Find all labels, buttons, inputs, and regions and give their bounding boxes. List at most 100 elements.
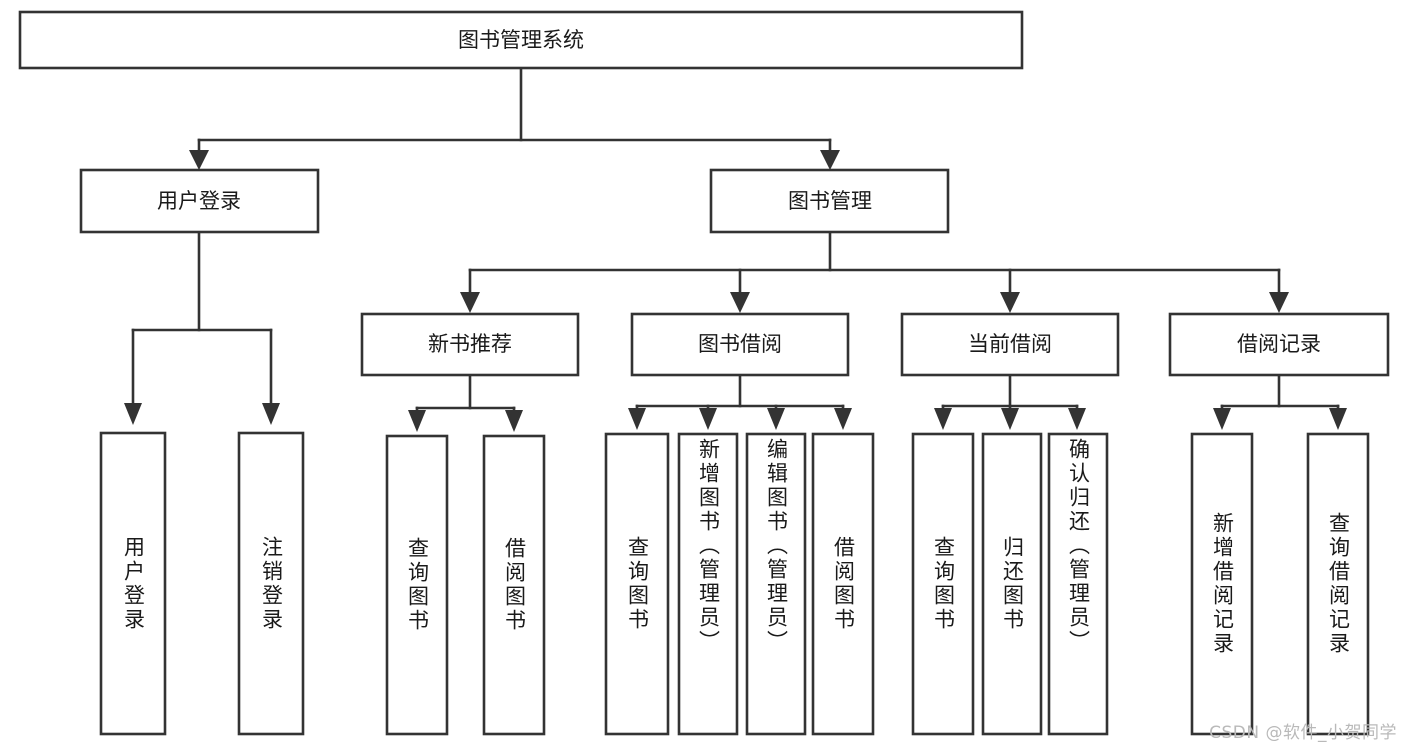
leaf-edit-book-admin-text-area: 编辑图书（管理员） bbox=[764, 438, 789, 654]
leaf-borrow-book-1-label: 借阅图书 bbox=[502, 537, 527, 633]
leaf-query-book-1-text-area: 查询图书 bbox=[405, 537, 430, 633]
leaf-node-user-login[interactable]: 用户登录 bbox=[99, 431, 167, 736]
leaf-node-add-borrow-record[interactable]: 新增借阅记录 bbox=[1190, 432, 1254, 736]
connector-group-root-to-level2 bbox=[189, 66, 840, 170]
node-current-borrow-label: 当前借阅 bbox=[968, 332, 1052, 356]
leaf-node-edit-book-admin[interactable]: 编辑图书（管理员） bbox=[745, 432, 807, 736]
leaf-borrow-book-2-box[interactable] bbox=[811, 432, 875, 736]
arrow-head-borrow-record bbox=[1269, 292, 1289, 313]
leaf-node-query-borrow-record[interactable]: 查询借阅记录 bbox=[1306, 432, 1370, 736]
leaf-borrow-book-1-text-area: 借阅图书 bbox=[502, 537, 527, 633]
leaf-node-logout-login[interactable]: 注销登录 bbox=[237, 431, 305, 736]
arrow-head-leaf-user-login bbox=[124, 403, 142, 425]
arrow-head-leaf-query-book-3 bbox=[934, 408, 952, 430]
node-book-borrow[interactable]: 图书借阅 bbox=[630, 312, 850, 377]
leaf-node-borrow-book-1[interactable]: 借阅图书 bbox=[482, 434, 546, 736]
leaf-add-book-admin-box[interactable] bbox=[677, 432, 739, 736]
leaf-query-book-1-box[interactable] bbox=[385, 434, 449, 736]
leaf-query-book-1-label: 查询图书 bbox=[405, 537, 430, 633]
arrow-head-book-management bbox=[820, 150, 840, 170]
arrow-head-leaf-add-borrow-record bbox=[1213, 408, 1231, 430]
leaf-add-book-admin-text-area: 新增图书（管理员） bbox=[696, 438, 721, 654]
leaf-node-query-book-3[interactable]: 查询图书 bbox=[911, 432, 975, 736]
connector-group-current-borrow-to-leaves bbox=[934, 373, 1086, 430]
leaf-query-borrow-record-box[interactable] bbox=[1306, 432, 1370, 736]
leaf-user-login-box[interactable] bbox=[99, 431, 167, 736]
arrow-head-leaf-query-book-2 bbox=[628, 408, 646, 430]
leaf-query-book-2-box[interactable] bbox=[604, 432, 670, 736]
leaf-edit-book-admin-label: 编辑图书（管理员） bbox=[764, 438, 789, 654]
node-root-book-management-system[interactable]: 图书管理系统 bbox=[18, 10, 1024, 70]
leaf-node-query-book-1[interactable]: 查询图书 bbox=[385, 434, 449, 736]
arrow-head-book-borrow bbox=[730, 292, 750, 313]
arrow-head-leaf-borrow-book-1 bbox=[505, 410, 523, 432]
leaf-confirm-return-admin-label: 确认归还（管理员） bbox=[1066, 438, 1091, 654]
node-borrow-record[interactable]: 借阅记录 bbox=[1168, 312, 1390, 377]
leaf-confirm-return-admin-box[interactable] bbox=[1047, 432, 1109, 736]
node-user-login-box[interactable] bbox=[79, 168, 320, 234]
connector-group-borrow-record-to-leaves bbox=[1213, 373, 1347, 430]
arrow-head-leaf-query-book-1 bbox=[408, 410, 426, 432]
leaf-add-borrow-record-label: 新增借阅记录 bbox=[1210, 512, 1235, 656]
leaf-add-borrow-record-box[interactable] bbox=[1190, 432, 1254, 736]
arrow-head-leaf-borrow-book-2 bbox=[834, 408, 852, 430]
node-borrow-record-label: 借阅记录 bbox=[1237, 332, 1321, 356]
node-root-box[interactable] bbox=[18, 10, 1024, 70]
connector-group-user-login-to-leaves bbox=[124, 230, 280, 425]
leaf-query-book-3-text-area: 查询图书 bbox=[931, 536, 956, 632]
leaf-node-return-book[interactable]: 归还图书 bbox=[981, 432, 1043, 736]
leaf-node-borrow-book-2[interactable]: 借阅图书 bbox=[811, 432, 875, 736]
leaf-borrow-book-2-text-area: 借阅图书 bbox=[831, 536, 856, 632]
leaf-user-login-label: 用户登录 bbox=[121, 535, 146, 632]
arrow-head-leaf-logout-login bbox=[262, 403, 280, 425]
arrow-head-current-borrow bbox=[1000, 292, 1020, 313]
node-new-book-recommend-box[interactable] bbox=[360, 312, 580, 377]
leaf-logout-login-box[interactable] bbox=[237, 431, 305, 736]
leaf-node-confirm-return-admin[interactable]: 确认归还（管理员） bbox=[1047, 432, 1109, 736]
connector-group-new-book-recommend-to-leaves bbox=[408, 373, 523, 432]
node-book-borrow-box[interactable] bbox=[630, 312, 850, 377]
leaf-borrow-book-1-box[interactable] bbox=[482, 434, 546, 736]
node-current-borrow[interactable]: 当前借阅 bbox=[900, 312, 1120, 377]
leaf-add-book-admin-label: 新增图书（管理员） bbox=[696, 438, 721, 654]
node-new-book-recommend-label: 新书推荐 bbox=[428, 332, 512, 356]
node-root-label: 图书管理系统 bbox=[458, 28, 584, 52]
leaf-add-borrow-record-text-area: 新增借阅记录 bbox=[1210, 512, 1235, 656]
node-user-login-label: 用户登录 bbox=[157, 189, 241, 213]
node-book-management-box[interactable] bbox=[709, 168, 950, 234]
leaf-borrow-book-2-label: 借阅图书 bbox=[831, 536, 856, 632]
node-book-management-label: 图书管理 bbox=[788, 189, 872, 213]
arrow-head-user-login bbox=[189, 150, 209, 170]
connector-group-book-borrow-to-leaves bbox=[628, 373, 852, 430]
arrow-head-leaf-add-book-admin bbox=[699, 408, 717, 430]
node-user-login[interactable]: 用户登录 bbox=[79, 168, 320, 234]
leaf-node-query-book-2[interactable]: 查询图书 bbox=[604, 432, 670, 736]
connector-group-book-management-to-level3 bbox=[460, 230, 1289, 313]
leaf-query-book-3-box[interactable] bbox=[911, 432, 975, 736]
leaf-return-book-box[interactable] bbox=[981, 432, 1043, 736]
leaf-query-borrow-record-label: 查询借阅记录 bbox=[1326, 512, 1351, 656]
node-book-management[interactable]: 图书管理 bbox=[709, 168, 950, 234]
leaf-logout-login-label: 注销登录 bbox=[259, 535, 284, 632]
leaf-return-book-label: 归还图书 bbox=[1000, 536, 1025, 632]
arrow-head-leaf-return-book bbox=[1001, 408, 1019, 430]
node-book-borrow-label: 图书借阅 bbox=[698, 332, 782, 356]
leaf-edit-book-admin-box[interactable] bbox=[745, 432, 807, 736]
leaf-node-add-book-admin[interactable]: 新增图书（管理员） bbox=[677, 432, 739, 736]
arrow-head-leaf-confirm-return-admin bbox=[1068, 408, 1086, 430]
node-borrow-record-box[interactable] bbox=[1168, 312, 1390, 377]
arrow-head-leaf-edit-book-admin bbox=[767, 408, 785, 430]
leaf-user-login-text-area: 用户登录 bbox=[121, 535, 146, 632]
leaf-logout-login-text-area: 注销登录 bbox=[259, 535, 284, 632]
node-new-book-recommend[interactable]: 新书推荐 bbox=[360, 312, 580, 377]
leaf-return-book-text-area: 归还图书 bbox=[1000, 536, 1025, 632]
leaf-query-book-3-label: 查询图书 bbox=[931, 536, 956, 632]
leaf-query-borrow-record-text-area: 查询借阅记录 bbox=[1326, 512, 1351, 656]
node-current-borrow-box[interactable] bbox=[900, 312, 1120, 377]
leaf-query-book-2-label: 查询图书 bbox=[625, 536, 650, 632]
arrow-head-leaf-query-borrow-record bbox=[1329, 408, 1347, 430]
leaf-query-book-2-text-area: 查询图书 bbox=[625, 536, 650, 632]
arrow-head-new-book-recommend bbox=[460, 292, 480, 313]
